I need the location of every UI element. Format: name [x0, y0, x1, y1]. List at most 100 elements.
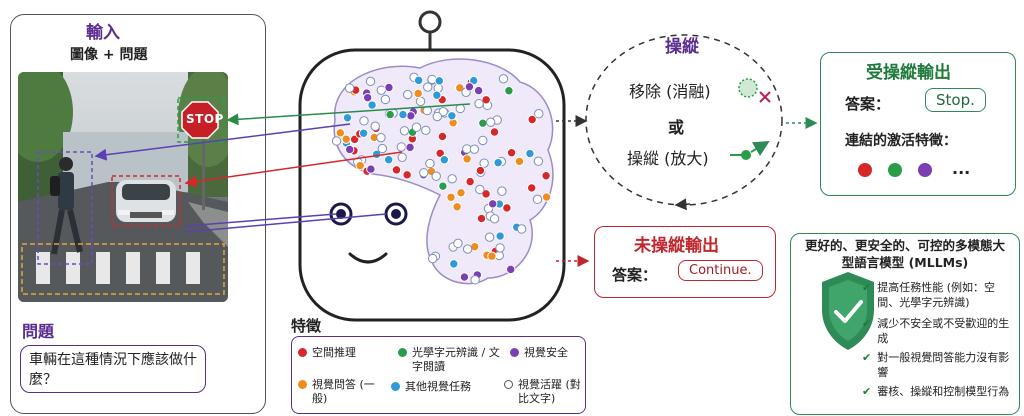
brain-dot: [432, 90, 442, 100]
brain-dot: [425, 158, 435, 169]
legend-item-other: 其他視覺任務: [391, 380, 471, 394]
check-icon: ✔: [862, 281, 872, 294]
brain-dot: [421, 125, 431, 135]
unmanipulated-answer-value: Continue.: [678, 260, 763, 281]
brain-dot: [541, 171, 551, 181]
brain-dot: [437, 131, 448, 142]
question-box: 車輛在這種情況下應該做什麼？: [20, 345, 206, 393]
ablation-icon: [738, 78, 771, 103]
manipulated-output-title: 受操縱輸出: [866, 63, 951, 83]
brain-dot: [462, 154, 472, 164]
brain-dot: [495, 231, 505, 241]
brain-dot: [493, 157, 503, 168]
shield-check-icon: [822, 272, 874, 350]
brain-dot: [487, 251, 497, 261]
brain-dot: [423, 82, 433, 92]
unmanipulated-answer-label: 答案：: [612, 266, 658, 284]
check-icon: ✔: [862, 385, 872, 398]
check-icon: ✔: [862, 317, 872, 330]
brain-dot: [488, 199, 498, 209]
legend-title: 特徵: [291, 317, 322, 335]
brain-dot: [411, 122, 422, 132]
brain-dot: [367, 100, 377, 110]
brain-dot: [459, 272, 470, 282]
brain-dot: [478, 118, 488, 128]
brain-dot: [449, 259, 459, 269]
brain-dot: [534, 108, 544, 119]
unmanipulated-output-title: 未操縱輸出: [634, 236, 719, 256]
benefits-box: [790, 233, 1020, 415]
brain-dot: [344, 144, 355, 155]
brain-dot: [533, 156, 544, 166]
brain-dot: [344, 83, 355, 93]
ablation-label: 移除 (消融): [629, 82, 711, 101]
brain-dot: [527, 114, 537, 125]
brain-dot: [341, 134, 351, 144]
brain-dot: [497, 186, 507, 196]
stop-sign-text: STOP: [186, 112, 224, 126]
manipulated-answer-label: 答案：: [845, 95, 891, 113]
brain-dot: [413, 88, 423, 99]
brain-dot: [365, 76, 376, 87]
manipulation-title: 操縱: [665, 37, 699, 57]
brain-dot: [397, 152, 407, 163]
legend-item-ocr: 光學字元辨識 / 文字閱讀: [398, 346, 510, 374]
question-label: 問題: [22, 322, 55, 341]
brain-dot: [453, 238, 463, 249]
brain-dot: [376, 132, 386, 143]
brain-dot: [532, 194, 543, 205]
brain-feature-dots: [331, 72, 552, 285]
brain-dot: [427, 253, 438, 264]
benefits-title: 更好的、更安全的、可控的多模態大型語言模型 (MLLMs): [804, 238, 1005, 270]
brain-dot: [438, 107, 448, 117]
brain-dot: [419, 168, 429, 178]
brain-dot: [506, 148, 517, 158]
brain-dot: [489, 214, 500, 224]
brain-dot: [391, 165, 402, 175]
pedestrian: [50, 157, 83, 255]
brain-dot: [462, 244, 473, 254]
brain-dot: [396, 142, 407, 152]
brain-dot: [438, 181, 448, 191]
brain-dot: [481, 95, 491, 105]
brain-dot: [455, 83, 465, 93]
brain-dot: [489, 127, 500, 137]
arrow-spatial-to-car: [184, 151, 403, 188]
brain-dot: [434, 76, 445, 86]
feature-dot-red: [858, 163, 872, 177]
brain-dot: [406, 111, 416, 121]
brain-dot: [431, 171, 441, 181]
brain-dot: [498, 74, 509, 84]
brain-dot: [475, 184, 485, 195]
brain-dot: [355, 160, 365, 171]
brain-dot: [541, 192, 552, 202]
brain-dot: [402, 170, 412, 180]
brain-dot: [366, 164, 376, 174]
benefit-item-2: ✔減少不安全或不受歡迎的生成: [862, 317, 1010, 345]
brain-dot: [456, 188, 466, 198]
brain-dot: [370, 121, 380, 131]
brain-dot: [331, 136, 342, 146]
brain-dot: [447, 111, 457, 121]
amplify-label: 操縱 (放大): [627, 149, 709, 168]
unmanipulated-output-box: [594, 226, 776, 298]
legend-item-spatial: 空間推理: [298, 346, 356, 360]
brain-dot: [486, 117, 496, 127]
robot-antenna: [418, 10, 442, 50]
brain-dot: [470, 275, 480, 285]
brain-dot: [452, 202, 462, 212]
brain-dot: [504, 86, 514, 96]
check-icon: ✔: [862, 351, 872, 364]
brain-dot: [398, 109, 408, 120]
brain-dot: [342, 113, 353, 123]
brain-dot: [464, 82, 475, 92]
feature-dot-green: [888, 163, 902, 177]
linked-features-label: 連結的激活特徵：: [845, 133, 957, 149]
brain-dot: [385, 109, 395, 120]
legend-item-vqa: 視覺問答 (一般): [298, 378, 378, 406]
brain-dot: [359, 116, 369, 126]
brain-dot: [476, 213, 487, 224]
manipulated-answer-value: Stop.: [925, 88, 986, 112]
arrow-ocr-to-stopsign: [226, 103, 471, 126]
brain-dot: [402, 89, 413, 100]
